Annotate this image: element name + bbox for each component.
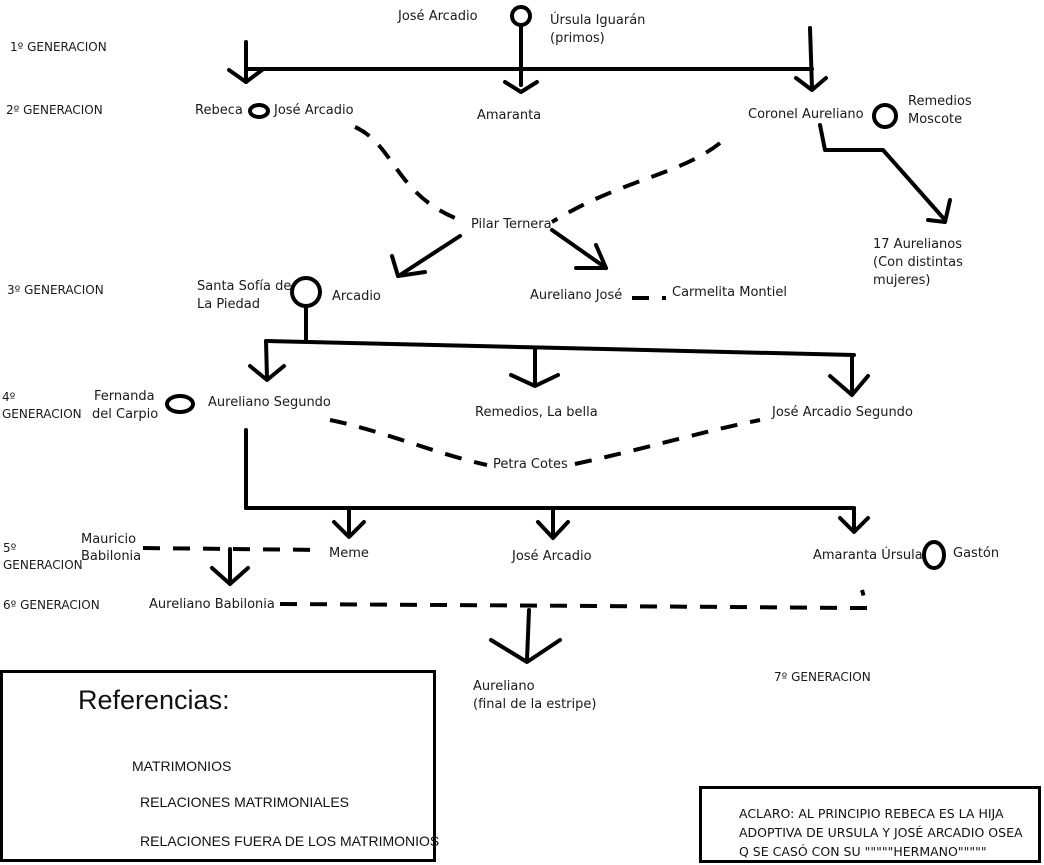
- dashed-jose-arcadio-pilar: [354, 125, 461, 222]
- person-gaston: Gastón: [953, 546, 1000, 561]
- person-aureliano-final-line1: Aureliano: [473, 679, 535, 694]
- person-jose-arcadio-segundo: José Arcadio Segundo: [772, 405, 913, 420]
- person-amaranta: Amaranta: [477, 108, 542, 123]
- arrow-to-17-aurelianos: [926, 198, 952, 224]
- dashed-aureliano-segundo-petra: [329, 418, 488, 467]
- person-amaranta-ursula: Amaranta Úrsula: [813, 548, 923, 563]
- person-rebeca: Rebeca: [195, 103, 243, 118]
- marriage-ring-coronel-remedios: [872, 103, 898, 129]
- marriage-ring-fernanda-aureliano-segundo: [165, 394, 195, 414]
- person-meme: Meme: [329, 546, 369, 561]
- person-mauricio-line1: Mauricio: [81, 532, 137, 547]
- person-remedios-moscote-first: Remedios: [908, 94, 972, 109]
- line-gen3-horizontal: [264, 339, 856, 357]
- line-gen3-left-drop: [264, 339, 269, 380]
- line-coronel-to-17-aurelianos: [818, 123, 947, 222]
- person-santa-sofia-line1: Santa Sofía de: [197, 279, 292, 294]
- arrow-to-amaranta-ursula: [838, 516, 870, 534]
- line-pilar-to-arcadio: [398, 234, 462, 277]
- arrow-to-remedios-bella: [509, 373, 560, 388]
- arrow-to-jose-arcadio-5: [536, 520, 570, 540]
- legend-box: [0, 670, 436, 862]
- arrow-to-aureliano-segundo: [248, 364, 286, 382]
- arrow-to-amaranta: [503, 80, 539, 94]
- person-aureliano-segundo: Aureliano Segundo: [208, 395, 331, 410]
- person-17-aurelianos-line2: (Con distintas: [873, 255, 963, 270]
- marriage-ring-jose-arcadio-ursula: [510, 5, 532, 27]
- arrow-to-coronel-aureliano: [794, 76, 828, 92]
- note-primos: (primos): [550, 31, 605, 46]
- arrow-to-arcadio: [390, 254, 427, 278]
- legend-title: Referencias:: [78, 685, 230, 715]
- marriage-ring-rebeca-jose-arcadio: [248, 103, 270, 119]
- person-17-aurelianos-line3: mujeres): [873, 273, 931, 288]
- person-aureliano-final-line2: (final de la estripe): [473, 697, 597, 712]
- clarification-note-text: ACLARO: AL PRINCIPIO REBECA ES LA HIJA A…: [739, 806, 1023, 859]
- person-17-aurelianos-line1: 17 Aurelianos: [873, 237, 963, 252]
- person-fernanda-line2: del Carpio: [92, 407, 159, 422]
- person-coronel-aureliano: Coronel Aureliano: [748, 107, 864, 122]
- dashed-coronel-pilar: [550, 141, 722, 224]
- line-pilar-to-aureliano-jose: [550, 228, 608, 270]
- generation-4-label-text: GENERACION: [2, 407, 82, 421]
- marriage-ring-amaranta-gaston: [922, 540, 946, 570]
- person-jose-arcadio-gen5: José Arcadio: [512, 549, 592, 564]
- generation-1-label: 1º GENERACION: [10, 40, 107, 54]
- person-remedios-la-bella: Remedios, La bella: [475, 405, 598, 420]
- person-aureliano-babilonia: Aureliano Babilonia: [149, 597, 275, 612]
- generation-4-label-number: 4º: [2, 390, 16, 404]
- line-gen6-descent: [525, 608, 531, 662]
- legend-extramarital-relations-label: RELACIONES FUERA DE LOS MATRIMONIOS: [140, 833, 440, 849]
- person-petra-cotes: Petra Cotes: [493, 457, 568, 472]
- person-santa-sofia-line2: La Piedad: [197, 297, 260, 312]
- line-gen1-right-drop: [808, 26, 814, 90]
- clarification-note-box: [699, 786, 1041, 863]
- person-carmelita-montiel: Carmelita Montiel: [672, 285, 787, 300]
- arrow-to-meme: [332, 520, 366, 539]
- arrow-to-aureliano-jose: [574, 243, 608, 270]
- person-arcadio: Arcadio: [332, 289, 381, 304]
- generation-7-label: 7º GENERACION: [774, 670, 871, 684]
- person-ursula-iguaran: Úrsula Iguarán: [550, 13, 646, 28]
- arrow-to-jose-arcadio-segundo: [828, 374, 870, 397]
- dashed-mauricio-meme: [142, 546, 323, 552]
- marriage-ring-santa-sofia-arcadio: [290, 276, 322, 308]
- dashed-jose-arcadio-segundo-petra: [574, 418, 761, 466]
- person-jose-arcadio-buendia: José Arcadio: [398, 9, 478, 24]
- arrow-to-aureliano-babilonia: [210, 566, 250, 586]
- generation-6-label: 6º GENERACION: [3, 598, 100, 612]
- person-mauricio-line2: Babilonia: [81, 549, 142, 564]
- generation-5-label-number: 5º: [3, 541, 17, 555]
- person-remedios-moscote-second: Moscote: [908, 112, 963, 127]
- legend-marital-relations-label: RELACIONES MATRIMONIALES: [140, 794, 350, 810]
- arrow-to-rebeca-jose-arcadio: [227, 68, 264, 84]
- person-aureliano-jose: Aureliano José: [530, 288, 623, 303]
- person-jose-arcadio-gen2: José Arcadio: [274, 103, 354, 118]
- arrow-to-aureliano-final: [489, 638, 562, 664]
- person-pilar-ternera: Pilar Ternera: [471, 217, 552, 232]
- generation-3-label: 3º GENERACION: [7, 283, 104, 297]
- generation-5-label-text: GENERACION: [3, 558, 83, 572]
- dashed-aureliano-babilonia-amaranta: [279, 589, 870, 610]
- generation-2-label: 2º GENERACION: [6, 103, 103, 117]
- person-fernanda-line1: Fernanda: [94, 389, 155, 404]
- legend-marriages-label: MATRIMONIOS: [132, 758, 232, 774]
